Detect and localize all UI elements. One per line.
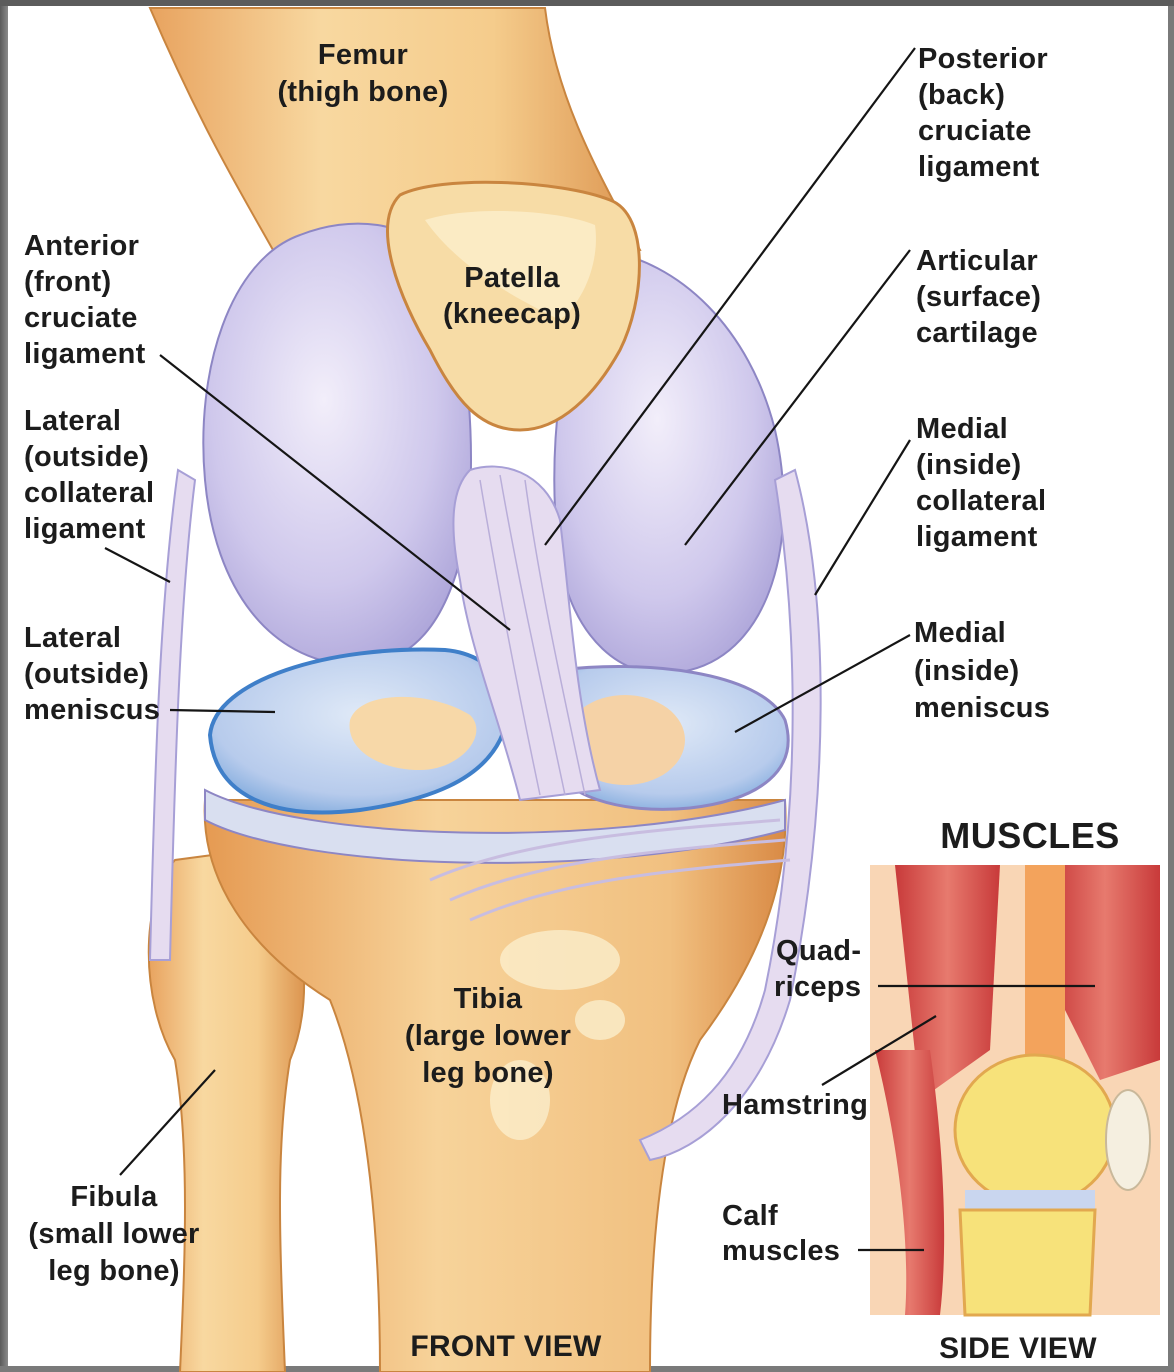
- side-meniscus: [965, 1190, 1095, 1210]
- calf-muscles-label-line-2: muscles: [722, 1235, 840, 1267]
- medial-meniscus-label-line-2: (inside): [914, 655, 1020, 687]
- tibia-label-line-2: (large lower: [405, 1020, 571, 1052]
- posterior-cruciate-label-line-2: (back): [918, 79, 1005, 111]
- tibia-label-line-1: Tibia: [454, 983, 523, 1015]
- anterior-cruciate-label-line-2: (front): [24, 266, 111, 298]
- leader-lateral-collateral: [105, 548, 170, 582]
- lateral-collateral-label-line-3: collateral: [24, 477, 154, 509]
- anterior-cruciate-label-line-3: cruciate: [24, 302, 138, 334]
- front-view-caption: FRONT VIEW: [410, 1330, 602, 1363]
- label-medial-collateral: Medial (inside) collateral ligament: [916, 413, 1046, 553]
- anterior-cruciate-label-line-4: ligament: [24, 338, 146, 370]
- label-medial-meniscus: Medial (inside) meniscus: [914, 617, 1050, 724]
- tibia-label-line-3: leg bone): [422, 1057, 554, 1089]
- side-view-caption: SIDE VIEW: [939, 1332, 1097, 1365]
- side-tibia: [960, 1210, 1095, 1315]
- medial-collateral-label-line-3: collateral: [916, 485, 1046, 517]
- label-lateral-collateral: Lateral (outside) collateral ligament: [24, 405, 154, 545]
- quadriceps-label-line-2: riceps: [774, 971, 861, 1003]
- lateral-meniscus-label-line-1: Lateral: [24, 622, 121, 654]
- patella-label-line-2: (kneecap): [443, 298, 581, 330]
- hamstring-label: Hamstring: [722, 1089, 868, 1121]
- fibula-label-line-2: (small lower: [28, 1218, 199, 1250]
- side-femur-condyle: [955, 1055, 1115, 1205]
- lateral-meniscus-label-line-2: (outside): [24, 658, 149, 690]
- articular-cartilage-label-line-2: (surface): [916, 281, 1041, 313]
- posterior-cruciate-label-line-1: Posterior: [918, 43, 1048, 75]
- side-patella: [1106, 1090, 1150, 1190]
- leader-medial-meniscus: [735, 635, 910, 732]
- posterior-cruciate-label-line-3: cruciate: [918, 115, 1032, 147]
- medial-meniscus-label-line-1: Medial: [914, 617, 1006, 649]
- fibula-label-line-3: leg bone): [48, 1255, 180, 1287]
- lateral-collateral-label-line-2: (outside): [24, 441, 149, 473]
- medial-collateral-label-line-2: (inside): [916, 449, 1022, 481]
- anterior-cruciate-label-line-1: Anterior: [24, 230, 139, 262]
- label-fibula: Fibula (small lower leg bone): [28, 1181, 199, 1287]
- fibula-label-line-1: Fibula: [70, 1181, 158, 1213]
- label-posterior-cruciate: Posterior (back) cruciate ligament: [918, 43, 1048, 183]
- posterior-cruciate-label-line-4: ligament: [918, 151, 1040, 183]
- medial-meniscus-label-line-3: meniscus: [914, 692, 1050, 724]
- articular-cartilage-label-line-1: Articular: [916, 245, 1038, 277]
- lateral-collateral-label-line-1: Lateral: [24, 405, 121, 437]
- leader-medial-collateral: [815, 440, 910, 595]
- label-calf-muscles: Calf muscles: [722, 1200, 840, 1267]
- lateral-meniscus-label-line-3: meniscus: [24, 694, 160, 726]
- femur-label-line-1: Femur: [318, 39, 408, 71]
- muscles-heading: MUSCLES: [940, 815, 1120, 856]
- side-view-inset: [870, 865, 1160, 1315]
- patella-label-line-1: Patella: [464, 262, 560, 294]
- articular-cartilage-label-line-3: cartilage: [916, 317, 1038, 349]
- medial-collateral-label-line-4: ligament: [916, 521, 1038, 553]
- label-hamstring: Hamstring: [722, 1089, 868, 1121]
- label-anterior-cruciate: Anterior (front) cruciate ligament: [24, 230, 146, 370]
- calf-muscles-label-line-1: Calf: [722, 1200, 778, 1232]
- quadriceps-label-line-1: Quad-: [776, 935, 861, 967]
- label-lateral-meniscus: Lateral (outside) meniscus: [24, 622, 160, 726]
- label-articular-cartilage: Articular (surface) cartilage: [916, 245, 1041, 349]
- lateral-collateral-label-line-4: ligament: [24, 513, 146, 545]
- medial-collateral-label-line-1: Medial: [916, 413, 1008, 445]
- femur-label-line-2: (thigh bone): [277, 76, 448, 108]
